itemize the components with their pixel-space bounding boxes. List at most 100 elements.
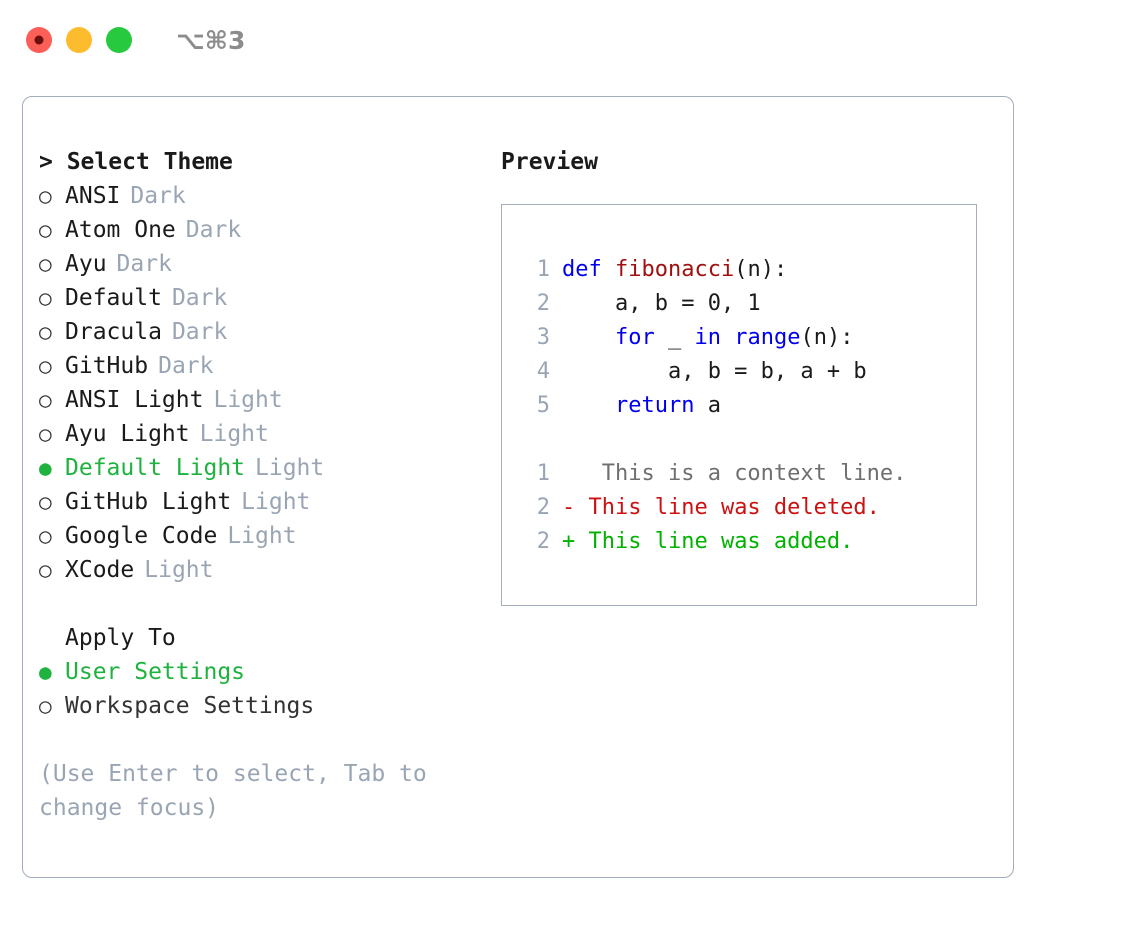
theme-mode-tag: Light bbox=[199, 421, 269, 447]
line-number: 1 bbox=[536, 257, 550, 282]
theme-name-label: ANSI bbox=[65, 183, 121, 209]
diff-line-text: This line was deleted. bbox=[575, 495, 880, 520]
theme-mode-tag: Light bbox=[255, 455, 325, 481]
traffic-light-group bbox=[26, 27, 132, 53]
code-token-plain bbox=[721, 325, 734, 350]
radio-selected-icon: ● bbox=[39, 456, 52, 480]
radio-unselected-icon: ○ bbox=[39, 354, 52, 378]
theme-name-label: XCode bbox=[65, 557, 135, 583]
theme-list-item[interactable]: ○ GitHub Dark bbox=[39, 349, 489, 383]
radio-unselected-icon: ○ bbox=[39, 422, 52, 446]
theme-name-label: GitHub bbox=[65, 353, 149, 379]
preview-header: Preview bbox=[501, 149, 598, 175]
recording-indicator-icon bbox=[34, 35, 44, 45]
code-line: 2 a, b = 0, 1 bbox=[520, 287, 976, 321]
theme-name-label: Dracula bbox=[65, 319, 162, 345]
code-line-text: a, b = b, a + b bbox=[562, 355, 867, 389]
radio-unselected-icon: ○ bbox=[39, 388, 52, 412]
theme-list-item[interactable]: ○ Dracula Dark bbox=[39, 315, 489, 349]
diff-marker bbox=[562, 457, 575, 491]
diff-line: 1 This is a context line. bbox=[520, 457, 976, 491]
close-button-icon[interactable] bbox=[26, 27, 52, 53]
radio-unselected-icon: ○ bbox=[39, 252, 52, 276]
theme-name-label: Default bbox=[65, 285, 162, 311]
code-line-text: return a bbox=[562, 389, 721, 423]
radio-unselected-icon: ○ bbox=[39, 286, 52, 310]
code-line-text: for _ in range(n): bbox=[562, 321, 853, 355]
theme-mode-tag: Dark bbox=[171, 285, 228, 311]
theme-name-label: Atom One bbox=[65, 217, 176, 243]
code-line-text: a, b = 0, 1 bbox=[562, 287, 761, 321]
code-token-plain: a, b = b, a + b bbox=[562, 359, 867, 384]
keyboard-hint: (Use Enter to select, Tab to change focu… bbox=[39, 761, 441, 821]
theme-name-label: Default Light bbox=[65, 455, 246, 481]
minimize-button-icon[interactable] bbox=[66, 27, 92, 53]
apply-to-item[interactable]: ○ Workspace Settings bbox=[39, 689, 489, 723]
diff-marker: + bbox=[562, 529, 576, 554]
theme-mode-tag: Light bbox=[213, 387, 283, 413]
code-token-kw: for bbox=[614, 325, 655, 350]
line-number: 3 bbox=[536, 325, 550, 350]
theme-mode-tag: Dark bbox=[116, 251, 172, 277]
window-title: ⌥⌘3 bbox=[176, 25, 246, 55]
line-number: 2 bbox=[536, 495, 550, 520]
diff-line-text: This line was added. bbox=[575, 529, 854, 554]
theme-name-label: GitHub Light bbox=[65, 489, 232, 515]
apply-to-header: Apply To bbox=[65, 625, 176, 651]
line-number: 4 bbox=[536, 359, 550, 384]
radio-unselected-icon: ○ bbox=[39, 184, 52, 208]
theme-mode-tag: Dark bbox=[130, 183, 186, 209]
apply-to-label: User Settings bbox=[65, 659, 246, 685]
radio-unselected-icon: ○ bbox=[39, 320, 52, 344]
theme-list-item[interactable]: ● Default Light Light bbox=[39, 451, 489, 485]
code-token-fn: fibonacci bbox=[614, 257, 735, 282]
code-token-plain: (n): bbox=[800, 325, 854, 350]
code-line: 3 for _ in range(n): bbox=[520, 321, 976, 355]
code-token-plain bbox=[562, 393, 615, 418]
theme-mode-tag: Light bbox=[227, 523, 297, 549]
zoom-button-icon[interactable] bbox=[106, 27, 132, 53]
code-token-plain bbox=[562, 325, 615, 350]
code-token-kw: range bbox=[734, 325, 801, 350]
theme-list-item[interactable]: ○ Ayu Light Light bbox=[39, 417, 489, 451]
section-spacer bbox=[39, 587, 489, 621]
code-token-plain: a, b = 0, 1 bbox=[562, 291, 761, 316]
title-bar: ⌥⌘3 bbox=[0, 0, 1140, 80]
apply-to-list: ● User Settings ○ Workspace Settings bbox=[39, 655, 489, 723]
theme-name-label: Google Code bbox=[65, 523, 218, 549]
line-number: 5 bbox=[536, 393, 550, 418]
line-number: 2 bbox=[536, 291, 550, 316]
diff-line-text: This is a context line. bbox=[575, 461, 907, 486]
theme-list-item[interactable]: ○ ANSI Light Light bbox=[39, 383, 489, 417]
theme-list-item[interactable]: ○ ANSI Dark bbox=[39, 179, 489, 213]
select-theme-header-label: Select Theme bbox=[66, 149, 233, 175]
theme-mode-tag: Dark bbox=[158, 353, 214, 379]
theme-mode-tag: Light bbox=[144, 557, 214, 583]
theme-name-label: ANSI Light bbox=[65, 387, 204, 413]
apply-to-item[interactable]: ● User Settings bbox=[39, 655, 489, 689]
line-number: 1 bbox=[536, 461, 550, 486]
code-token-kw: return bbox=[614, 393, 695, 418]
radio-selected-icon: ● bbox=[39, 660, 52, 684]
theme-mode-tag: Dark bbox=[171, 319, 228, 345]
radio-unselected-icon: ○ bbox=[39, 218, 52, 242]
theme-name-label: Ayu Light bbox=[65, 421, 190, 447]
radio-unselected-icon: ○ bbox=[39, 694, 52, 718]
radio-unselected-icon: ○ bbox=[39, 490, 52, 514]
diff-marker: - bbox=[562, 495, 576, 520]
code-token-plain: (n): bbox=[734, 257, 788, 282]
code-line-text: def fibonacci(n): bbox=[562, 253, 787, 287]
theme-list-item[interactable]: ○ Default Dark bbox=[39, 281, 489, 315]
apply-to-label: Workspace Settings bbox=[65, 693, 315, 719]
